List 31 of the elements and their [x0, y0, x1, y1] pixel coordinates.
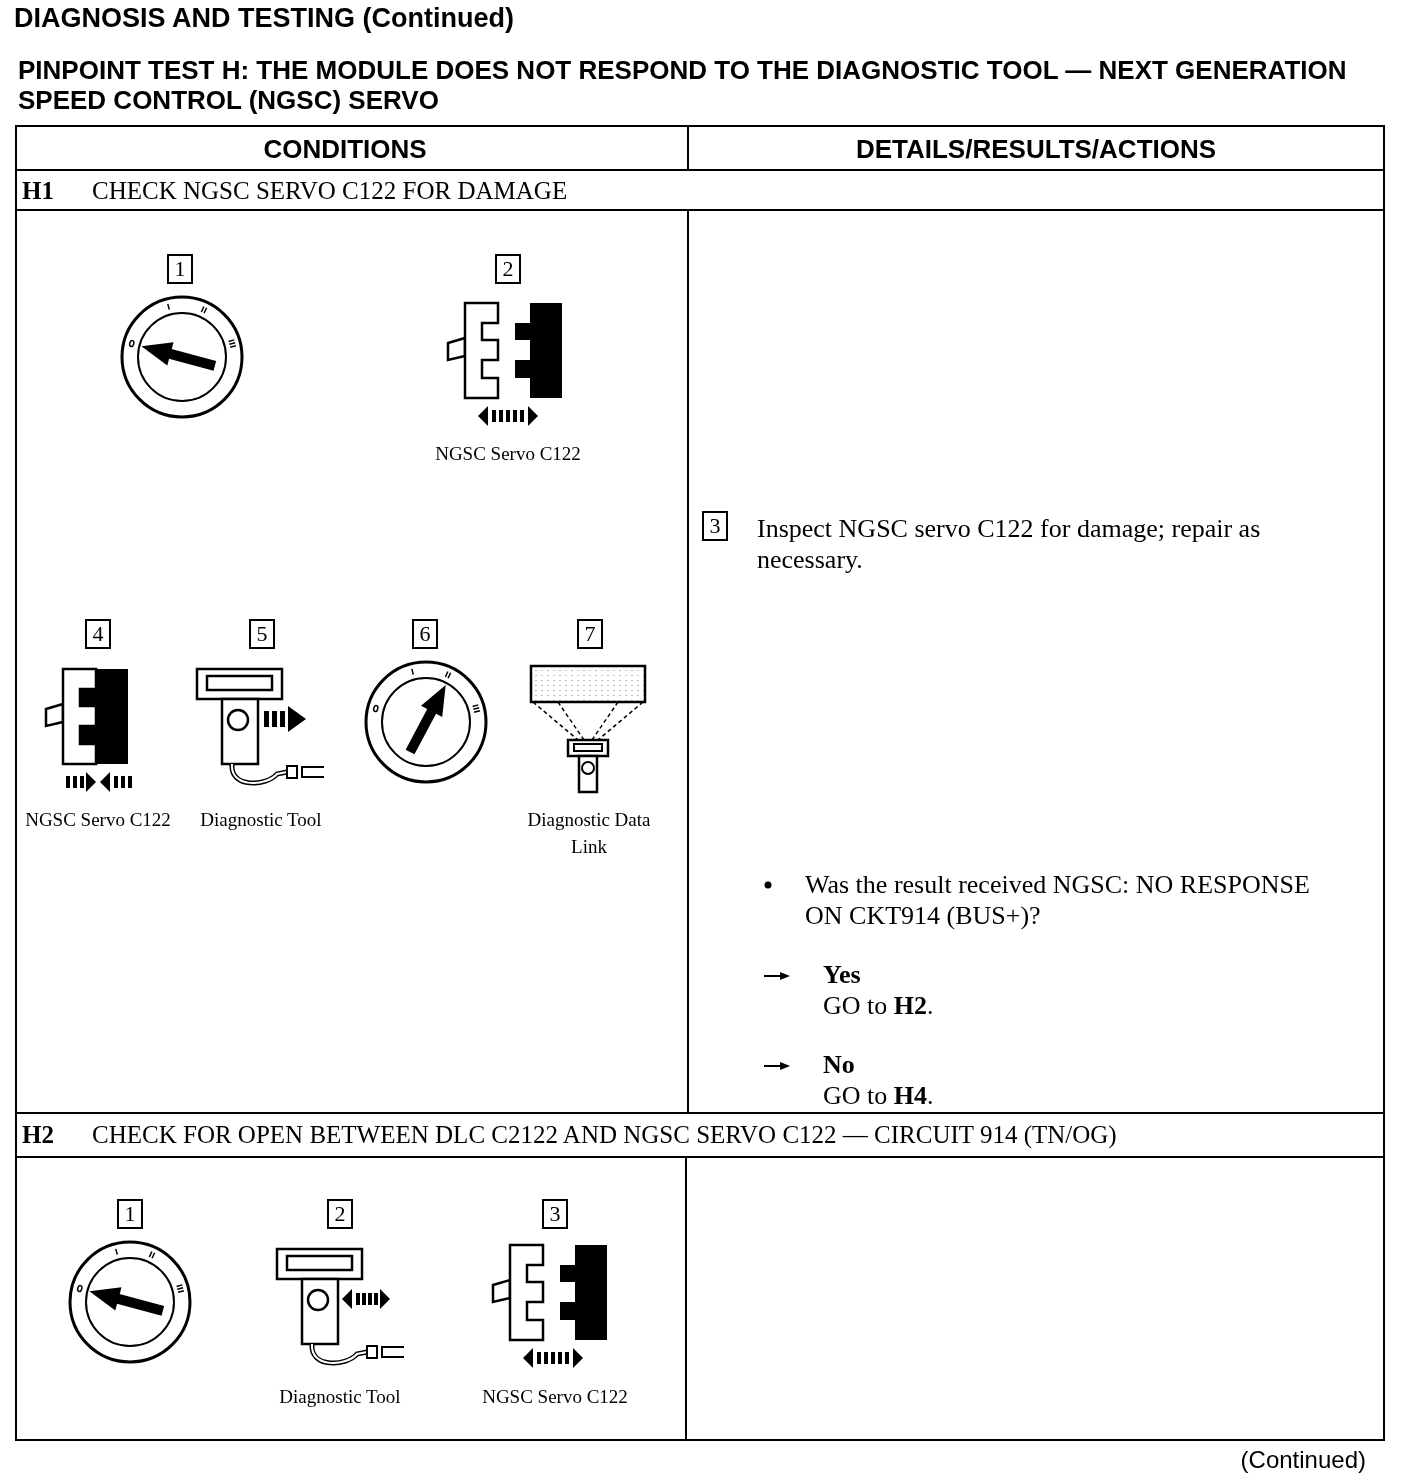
component-label: Diagnostic Data Link [526, 808, 652, 859]
callout-number: 2 [495, 254, 521, 284]
step-id: H1 [22, 176, 55, 206]
step-heading: CHECK NGSC SERVO C122 FOR DAMAGE [92, 176, 569, 206]
callout-number: 5 [249, 619, 275, 649]
step-id: H2 [22, 1120, 55, 1150]
question-text: Was the result received NGSC: NO RESPONSE ON CKT914 (BUS+)? [805, 869, 1311, 931]
action-text: GO to H2. [823, 990, 935, 1021]
instruction-text: Inspect NGSC servo C122 for damage; repair as necessary. [757, 513, 1262, 575]
column-header: CONDITIONS [262, 134, 428, 164]
step-heading: CHECK FOR OPEN BETWEEN DLC C2122 AND NGSC SERVO C122 — CIRCUIT 914 (TN/OG) [92, 1120, 1118, 1150]
component-label: NGSC Servo C122 [481, 1385, 629, 1409]
component-label: Diagnostic Tool [278, 1385, 402, 1409]
callout-number: 3 [542, 1199, 568, 1229]
callout-number: 1 [167, 254, 193, 284]
continued-note: (Continued) [1239, 1445, 1366, 1475]
callout-number: 4 [85, 619, 111, 649]
component-label: Diagnostic Tool [199, 808, 323, 832]
callout-number: 3 [702, 511, 728, 541]
callout-number: 6 [412, 619, 438, 649]
action-text: GO to H4. [823, 1080, 935, 1111]
answer-label: Yes [823, 959, 862, 990]
test-title: PINPOINT TEST H: THE MODULE DOES NOT RESPOND TO THE DIAGNOSTIC TOOL — NEXT GENERATION SPEED CONTROL (NGSC) SERVO [18, 55, 1348, 115]
callout-number: 2 [327, 1199, 353, 1229]
page-title: DIAGNOSIS AND TESTING (Continued) [14, 2, 514, 34]
component-label: NGSC Servo C122 [24, 808, 172, 832]
answer-label: No [823, 1049, 856, 1080]
callout-number: 1 [117, 1199, 143, 1229]
callout-number: 7 [577, 619, 603, 649]
component-label: NGSC Servo C122 [434, 442, 582, 466]
column-header: DETAILS/RESULTS/ACTIONS [854, 134, 1218, 164]
